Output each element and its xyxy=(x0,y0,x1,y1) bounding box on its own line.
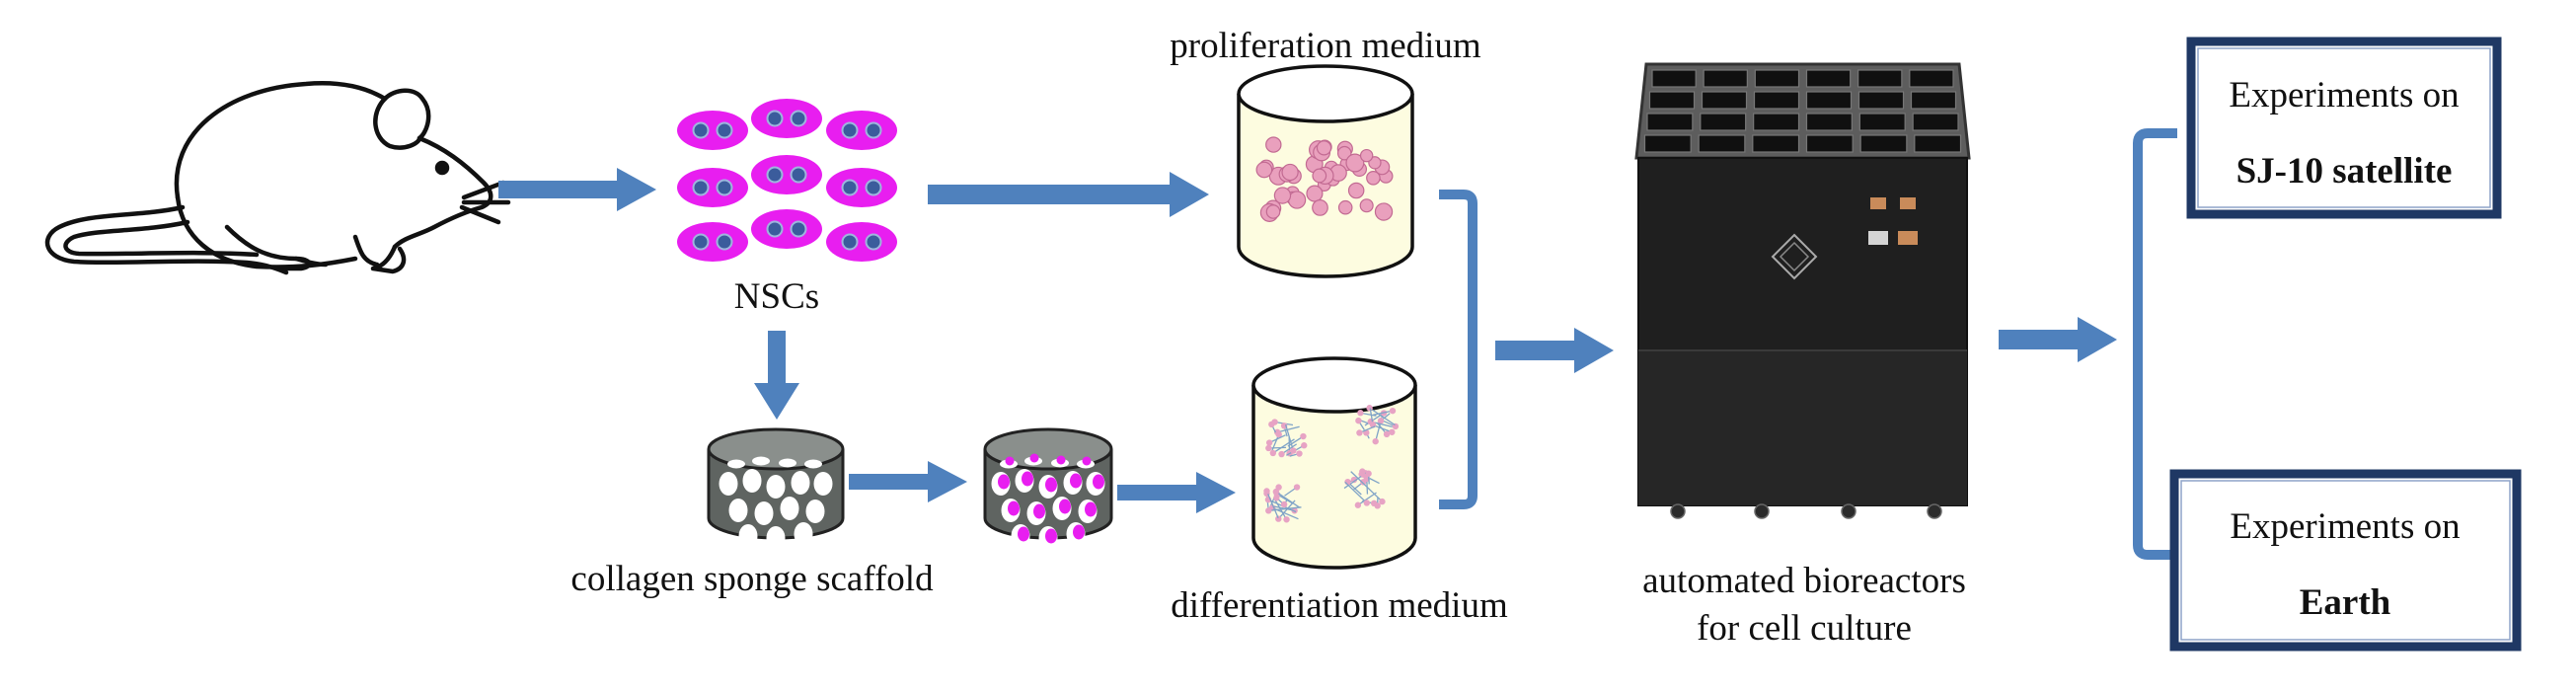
earth-experiment-box: Experiments on Earth xyxy=(2169,469,2522,652)
proliferation-medium-label: proliferation medium xyxy=(1170,26,1481,66)
arrow-seeded-to-differentiation xyxy=(1117,472,1236,513)
bracket-media xyxy=(1439,190,1477,509)
nsc-cell xyxy=(826,222,897,262)
earth-label-line1: Experiments on xyxy=(2230,506,2460,547)
differentiation-vessel-icon xyxy=(1251,356,1417,570)
earth-label-line2: Earth xyxy=(2300,582,2391,623)
nsc-cell xyxy=(677,111,748,150)
arrow-scaffold-to-seeded xyxy=(849,461,967,502)
arrow-cells-to-proliferation xyxy=(928,172,1209,217)
arrow-rat-to-cells xyxy=(498,168,656,211)
arrow-bioreactor-to-experiments xyxy=(1999,317,2117,362)
nsc-cell xyxy=(751,99,822,138)
satellite-experiment-box: Experiments on SJ-10 satellite xyxy=(2186,37,2502,219)
arrow-media-to-bioreactor xyxy=(1495,328,1614,373)
arrows xyxy=(498,168,2117,513)
bioreactor-label-line1: automated bioreactors xyxy=(1642,561,1966,601)
bracket-experiments xyxy=(2133,128,2177,560)
nscs-label: NSCs xyxy=(734,276,819,317)
differentiation-medium-label: differentiation medium xyxy=(1171,585,1508,626)
nsc-cell xyxy=(826,111,897,150)
nsc-cell xyxy=(826,168,897,207)
nsc-cell xyxy=(751,155,822,194)
nsc-cells-cluster xyxy=(677,99,897,262)
nsc-cell xyxy=(677,168,748,207)
proliferation-vessel-icon xyxy=(1237,64,1414,278)
bioreactor-icon xyxy=(1634,62,1971,519)
nsc-cell xyxy=(677,222,748,262)
satellite-label-line2: SJ-10 satellite xyxy=(2236,151,2453,192)
nsc-cell xyxy=(751,209,822,249)
bioreactor-label-line2: for cell culture xyxy=(1697,608,1912,649)
scaffold-label: collagen sponge scaffold xyxy=(570,559,934,599)
collagen-scaffold-icon xyxy=(707,427,845,550)
rat-icon xyxy=(44,81,511,275)
satellite-label-line1: Experiments on xyxy=(2229,75,2459,115)
arrow-cells-to-scaffold xyxy=(754,331,799,420)
seeded-scaffold-icon xyxy=(983,427,1113,550)
